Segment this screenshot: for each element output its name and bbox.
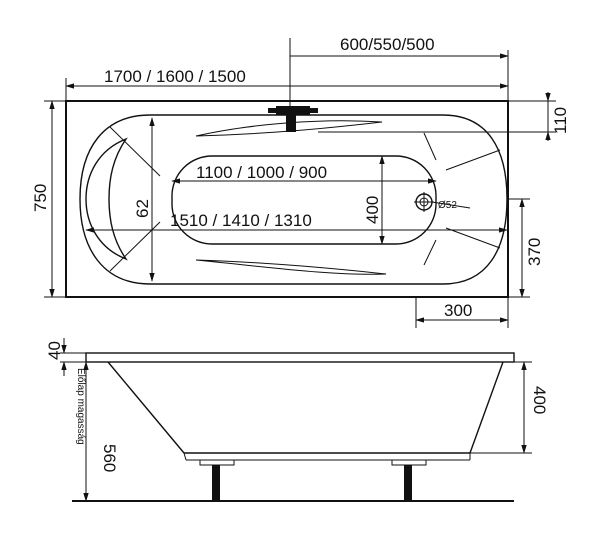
drain-icon (414, 192, 434, 212)
width-label: 750 (31, 184, 50, 212)
drain-to-side-label: 370 (525, 238, 544, 266)
tub-legs (199, 459, 427, 501)
basin-length-label: 1100 / 1000 / 900 (196, 163, 327, 182)
lower-swoosh (195, 259, 387, 275)
basin-shape (171, 155, 437, 245)
top-view: Ø52 600/550/500 1700 / 1600 / 1500 750 6… (31, 35, 570, 328)
faucet-icon (268, 106, 318, 132)
front-panel-height-label: Előlap magasság (75, 368, 86, 445)
tap-position-label: 600/550/500 (340, 35, 435, 54)
depth-label: 400 (530, 386, 549, 414)
basin-width-label: 400 (363, 196, 382, 224)
front-panel-height-value: 560 (100, 444, 119, 472)
drain-diameter-label: Ø52 (438, 200, 457, 211)
inner-length-label: 1510 / 1410 / 1310 (170, 211, 312, 230)
drain-from-end-label: 300 (444, 301, 472, 320)
headrest-shape (85, 137, 128, 261)
tub-rim (85, 352, 515, 363)
length-label: 1700 / 1600 / 1500 (104, 67, 246, 86)
tub-body-side (107, 361, 504, 454)
inner-width-label: 62 (133, 199, 152, 218)
tub-inner-shape (79, 114, 508, 285)
rim-thickness-label: 40 (45, 341, 64, 360)
upper-swoosh (195, 120, 383, 137)
edge-to-tap-label: 110 (551, 107, 570, 134)
tub-ribs (109, 126, 501, 272)
side-view: 40 Előlap magasság 560 400 (45, 338, 549, 502)
